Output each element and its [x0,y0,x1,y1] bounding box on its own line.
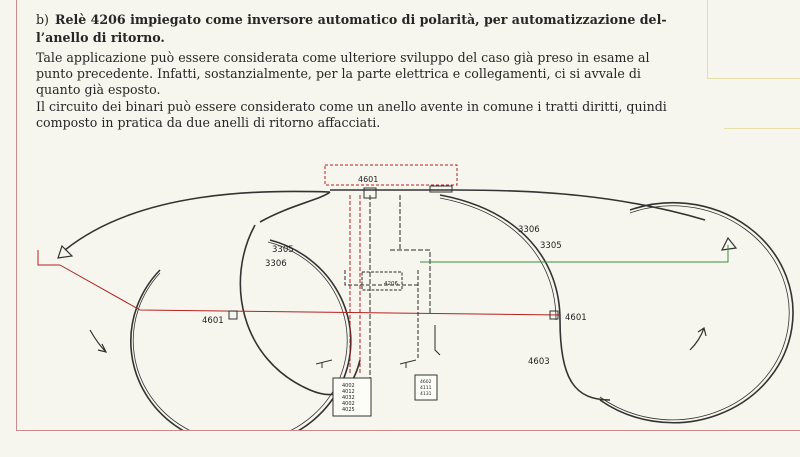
track-right-loop-inner [599,205,790,421]
margin-frame [707,0,800,79]
top-relay-assembly: 4601 [324,164,458,199]
box-left-line-5: 4025 [342,407,355,413]
right-junction-box [549,310,559,320]
track-left-loop-inner [132,241,348,430]
power-box-left: 4002 4012 4032 4002 4025 [332,377,372,417]
margin-frame-lower [724,128,800,139]
track-right-top [454,189,706,221]
power-box-right-frame [414,374,438,401]
body-text: Tale applicazione può essere considerata… [36,50,676,131]
label-right-junction: 4601 [565,313,587,323]
red-wire-main [59,264,561,316]
arrow-right-icon [720,236,738,251]
paragraph-1: Tale applicazione può essere considerata… [36,50,650,98]
box-left-line-2: 4012 [342,389,355,395]
box-left-line-3: 4032 [342,395,355,401]
track-wiring-diagram: 4601 4206 4002 4012 4 [37,164,794,430]
green-wire [420,245,729,263]
track-right-center-loop [439,194,611,401]
box-right-line-1: 4602 [420,379,432,385]
label-left-junction: 4601 [202,316,224,326]
box-right-line-3: 4131 [420,391,432,397]
top-relay-unit-right [429,185,453,193]
dark-wire-to-right [390,249,431,315]
curve-arrow-left-icon [89,329,108,353]
box-left-line-1: 4002 [342,383,355,389]
wiring [37,195,729,380]
curve-arrow-right-icon [689,327,707,351]
track-right-loop [599,201,794,424]
box-right-line-2: 4111 [420,385,432,391]
label-right-feeder: 4603 [528,357,550,367]
label-right-curve-b: 3305 [540,241,562,251]
label-left-curve-a: 3305 [272,245,294,255]
center-relay-label: 4206 [384,281,398,287]
section-title: Relè 4206 impiegato come inversore autom… [36,12,667,45]
page-border-bottom [16,430,800,431]
box-left-line-4: 4002 [342,401,355,407]
switch-left-icon [315,359,333,368]
label-right-curve-a: 3306 [518,225,540,235]
page-border-left [16,0,17,430]
dark-wire-right-feed [434,325,441,356]
left-junction-box [228,310,238,320]
paragraph-2: Il circuito dei binari può essere consid… [36,98,667,130]
power-box-right: 4602 4111 4131 [414,374,438,401]
arrow-left-icon [57,244,74,259]
track-layout [64,189,794,430]
red-wire-left [37,250,60,266]
center-relay-box [361,271,403,291]
section-label: b) [36,12,49,27]
track-left-top-arc [64,190,331,251]
track-center-left-down [259,191,331,223]
track-left-loop [130,239,352,430]
label-left-curve-b: 3306 [265,259,287,269]
power-box-left-frame [332,377,372,417]
switch-right-icon [399,359,417,368]
center-relay-4206: 4206 [361,271,403,291]
direction-arrows [57,236,738,353]
top-relay-label: 4601 [358,175,378,184]
dark-wire-left-box [344,270,418,286]
top-relay-frame [324,164,458,186]
track-right-center-inner [439,197,557,321]
section-heading: b)Relè 4206 impiegato come inversore aut… [36,11,676,47]
